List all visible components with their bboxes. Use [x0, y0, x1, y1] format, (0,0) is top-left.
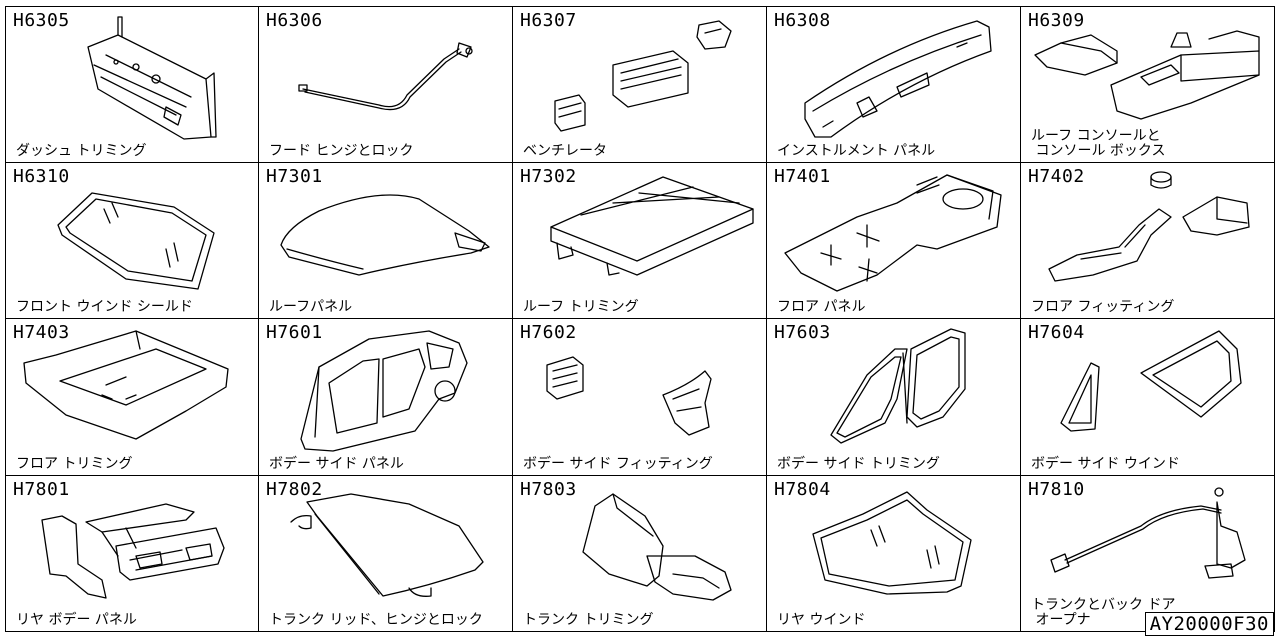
part-cell-body-side-panel[interactable]: H7601 ボデー サイド パネル [259, 319, 513, 476]
trunk-trimming-illustration [582, 492, 732, 601]
part-cell-front-windshield[interactable]: H6310 フロント ウインド シールド [5, 162, 259, 319]
part-cell-instrument-panel[interactable]: H6308 インストルメント パネル [767, 6, 1021, 163]
part-label: ルーフ コンソールと コンソール ボックス [1031, 127, 1166, 159]
part-code: H7801 [13, 478, 70, 500]
part-code: H6308 [774, 10, 831, 31]
part-label: フロア パネル [777, 299, 866, 315]
trunk-lid-illustration [290, 492, 484, 597]
dash-trimming-illustration [87, 16, 217, 140]
body-side-window-illustration [1060, 330, 1242, 432]
parts-index-grid: H6305 ダッシュ トリミング H6306 フード ヒンジとロック H6307 [5, 6, 1275, 632]
part-label: フード ヒンジとロック [269, 142, 414, 159]
part-code: H7604 [1028, 322, 1085, 343]
instrument-panel-illustration [804, 20, 992, 138]
part-label: インストルメント パネル [777, 142, 936, 159]
part-cell-trunk-back-door-opener[interactable]: H7810 トランクとバック ドア オープナ [1021, 475, 1275, 632]
part-code: H7804 [774, 478, 831, 500]
part-label: ボデー サイド トリミング [777, 455, 940, 472]
part-label: ボデー サイド パネル [269, 455, 404, 472]
part-label: ダッシュ トリミング [16, 142, 147, 159]
part-label: ルーフ トリミング [523, 299, 639, 315]
console-box-illustration [1034, 30, 1260, 120]
part-label: フロント ウインド シールド [16, 299, 193, 315]
body-side-fitting-illustration [546, 356, 712, 436]
part-cell-roof-panel[interactable]: H7301 ルーフパネル [259, 162, 513, 319]
part-cell-roof-trimming[interactable]: H7302 ルーフ トリミング [513, 162, 767, 319]
part-cell-body-side-fitting[interactable]: H7602 ボデー サイド フィッティング [513, 319, 767, 476]
part-label: リヤ ウインド [777, 612, 866, 628]
part-code: H6305 [13, 10, 70, 31]
part-code: H7403 [13, 322, 70, 343]
part-label: トランクとバック ドア オープナ [1031, 597, 1176, 628]
catalog-id-box: AY20000F30 [1144, 612, 1274, 636]
part-code: H7802 [266, 478, 323, 500]
ventilator-illustration [554, 20, 732, 132]
part-cell-ventilator[interactable]: H6307 ベンチレータ [513, 6, 767, 163]
part-code: H7803 [520, 478, 577, 500]
rear-window-illustration [812, 490, 972, 595]
part-cell-dash-trimming[interactable]: H6305 ダッシュ トリミング [5, 6, 259, 163]
floor-panel-illustration [784, 173, 1002, 292]
part-label: ボデー サイド ウインド [1031, 455, 1180, 472]
trunk-opener-illustration [1050, 486, 1246, 579]
part-code: H6310 [13, 165, 70, 187]
part-code: H6309 [1028, 10, 1085, 31]
part-cell-roof-console-box[interactable]: H6309 ルーフ コンソールと コンソール ボックス [1021, 6, 1275, 163]
part-cell-floor-panel[interactable]: H7401 フロア パネル [767, 162, 1021, 319]
part-label: フロア トリミング [16, 455, 133, 472]
windshield-illustration [57, 191, 215, 290]
part-code: H6306 [266, 10, 323, 31]
part-cell-floor-fitting[interactable]: H7402 フロア フィッティング [1021, 162, 1275, 319]
roof-trimming-illustration [550, 175, 754, 276]
part-code: H7402 [1028, 165, 1085, 187]
part-code: H7302 [520, 165, 577, 187]
part-label: ベンチレータ [523, 142, 607, 159]
floor-fitting-illustration [1048, 170, 1250, 282]
part-cell-trunk-lid-hinge-lock[interactable]: H7802 トランク リッド、ヒンジとロック [259, 475, 513, 632]
part-label: トランク リッド、ヒンジとロック [269, 612, 483, 628]
part-label: フロア フィッティング [1031, 299, 1175, 315]
part-code: H7301 [266, 165, 323, 187]
part-label: ボデー サイド フィッティング [523, 455, 713, 472]
part-cell-trunk-trimming[interactable]: H7803 トランク トリミング [513, 475, 767, 632]
part-cell-floor-trimming[interactable]: H7403 フロア トリミング [5, 319, 259, 476]
part-cell-hood-hinge-lock[interactable]: H6306 フード ヒンジとロック [259, 6, 513, 163]
part-cell-body-side-trimming[interactable]: H7603 ボデー サイド トリミング [767, 319, 1021, 476]
part-label: ルーフパネル [269, 299, 353, 315]
hood-hinge-lock-illustration [298, 42, 473, 111]
body-side-trimming-illustration [830, 328, 966, 444]
part-code: H7602 [520, 322, 577, 343]
body-side-panel-illustration [300, 330, 468, 452]
part-cell-rear-window[interactable]: H7804 リヤ ウインド [767, 475, 1021, 632]
roof-panel-illustration [280, 193, 490, 276]
part-label: トランク トリミング [523, 612, 654, 628]
part-code: H6307 [520, 10, 577, 31]
part-label: リヤ ボデー パネル [16, 612, 137, 628]
part-code: H7401 [774, 165, 831, 187]
part-cell-body-side-window[interactable]: H7604 ボデー サイド ウインド [1021, 319, 1275, 476]
part-cell-rear-body-panel[interactable]: H7801 リヤ ボデー パネル [5, 475, 259, 632]
rear-body-panel-illustration [41, 502, 225, 599]
part-code: H7603 [774, 322, 831, 343]
part-code: H7810 [1028, 478, 1085, 500]
floor-trimming-illustration [23, 330, 229, 440]
part-code: H7601 [266, 322, 323, 343]
